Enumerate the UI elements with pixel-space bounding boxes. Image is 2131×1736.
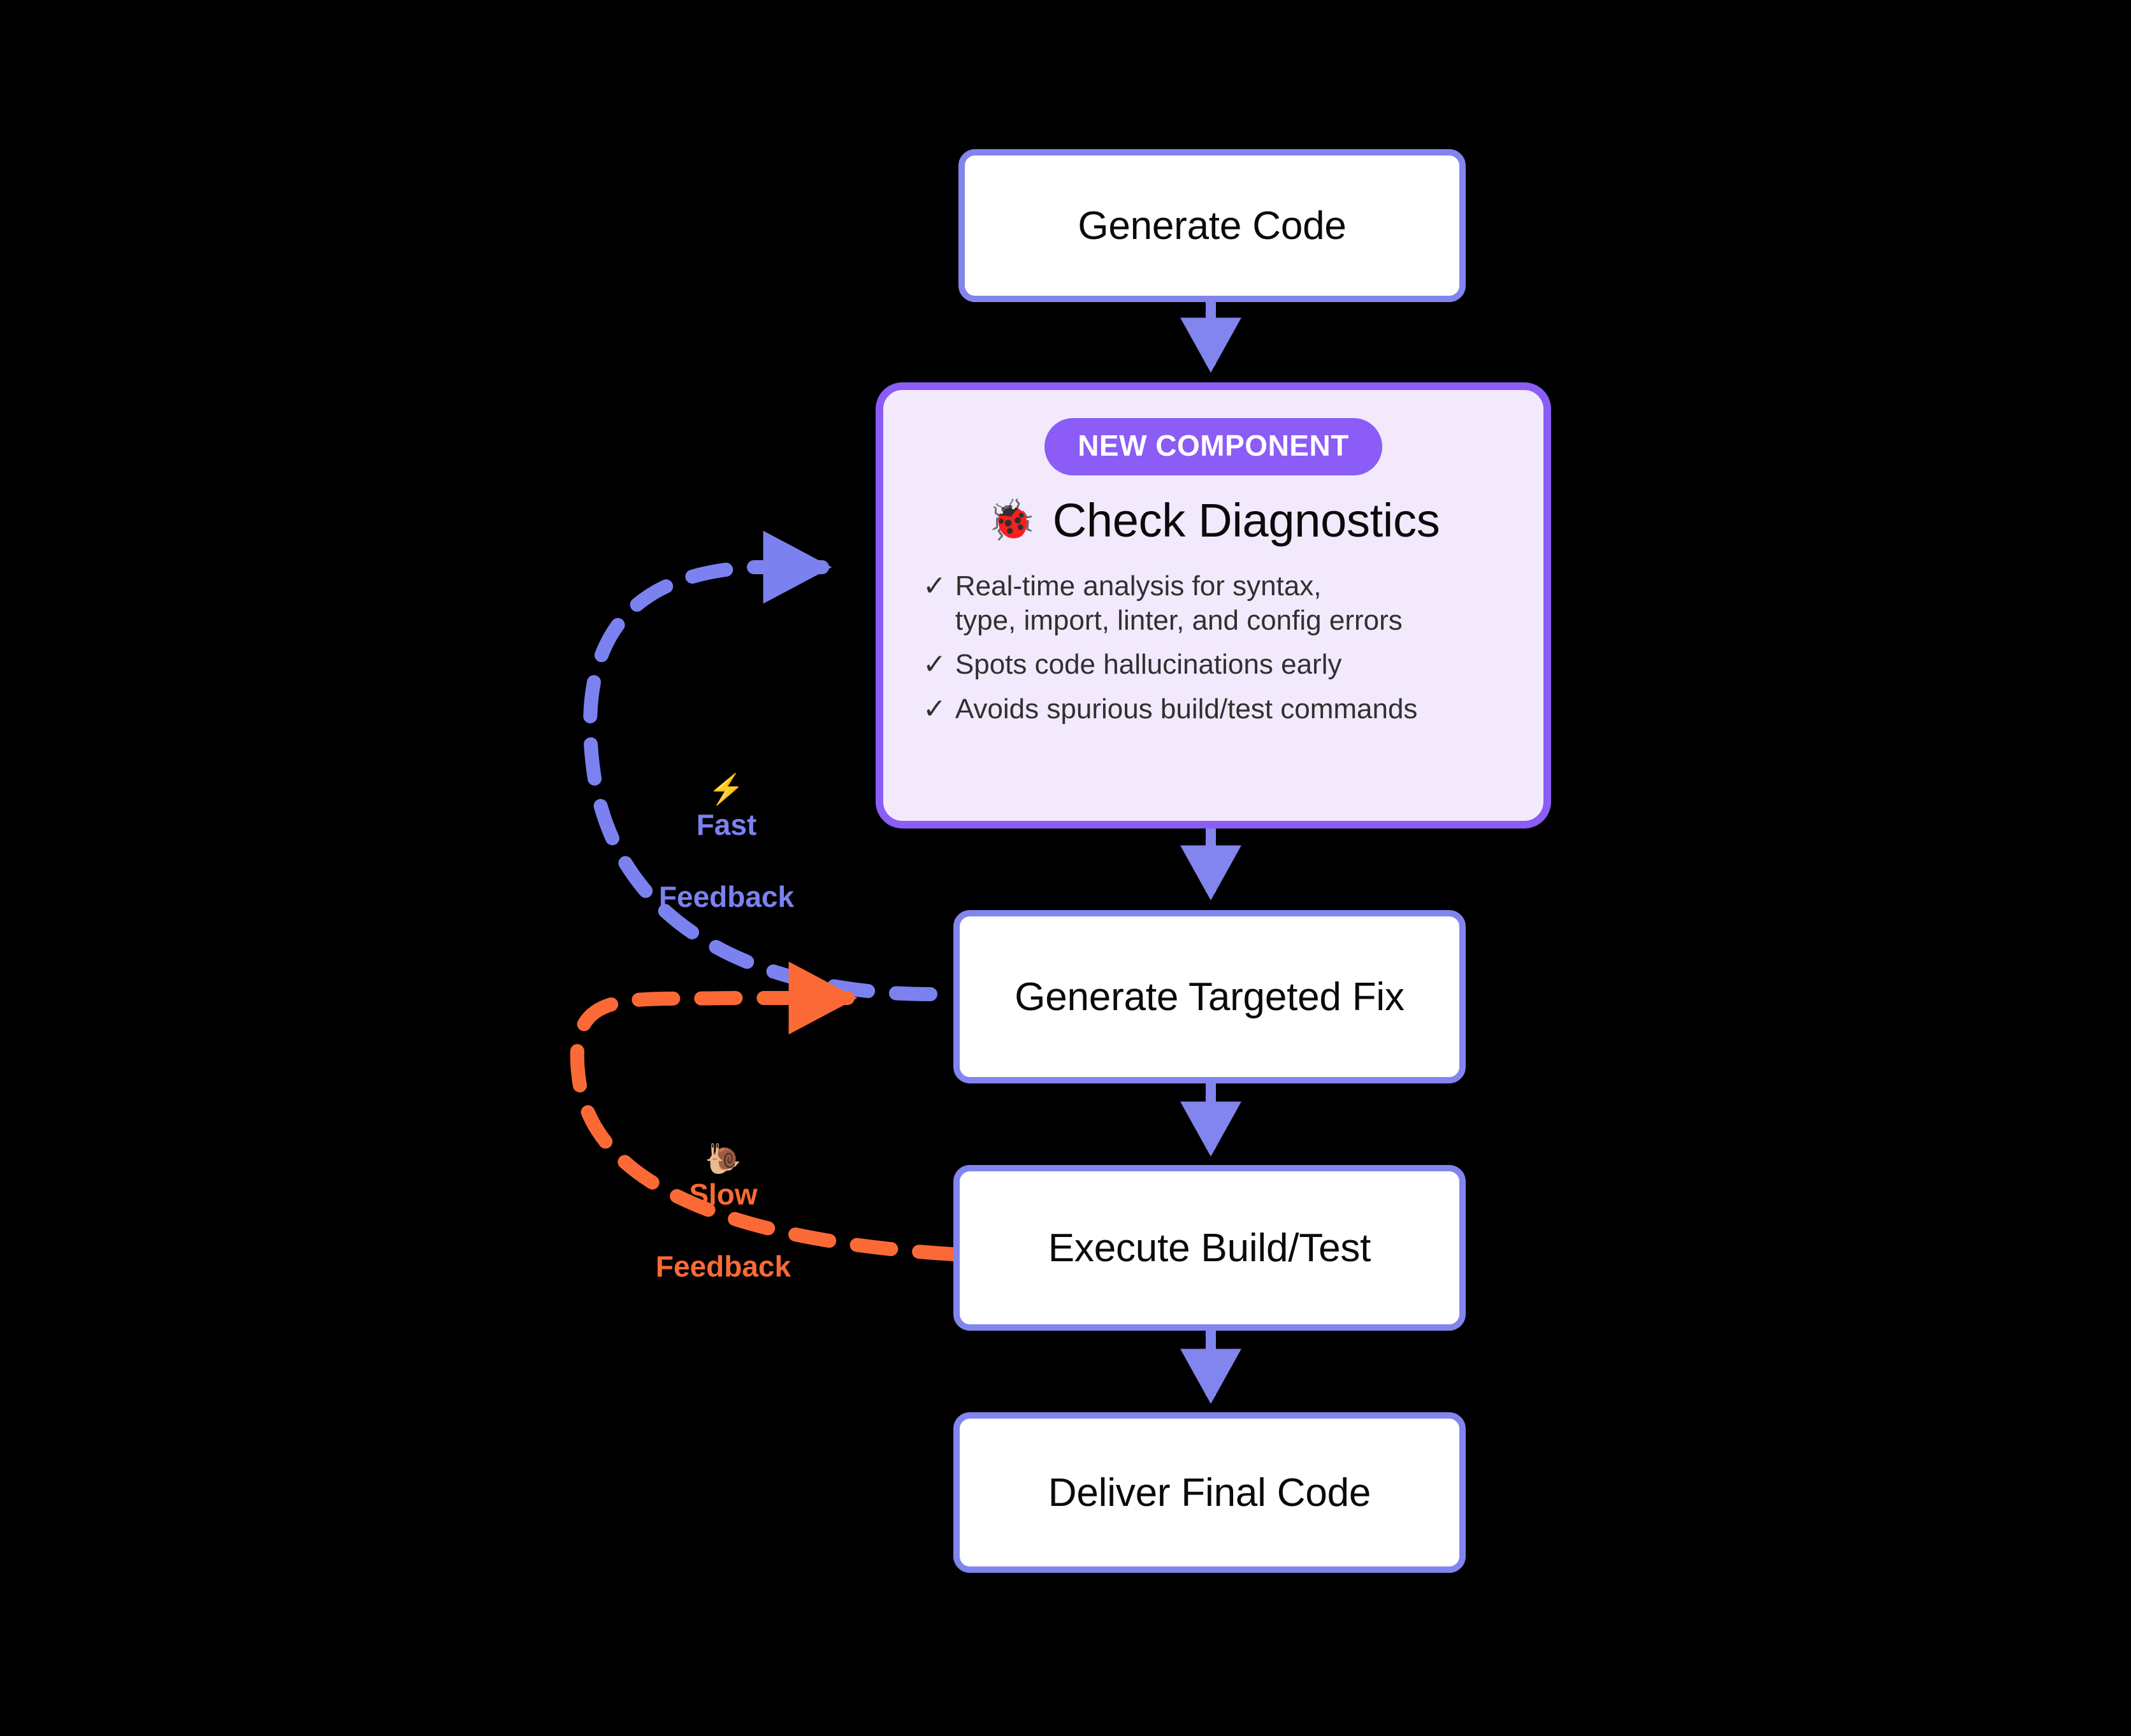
slow-feedback-line2: Feedback [655,1249,791,1283]
node-execute-build-test[interactable]: Execute Build/Test [953,1165,1466,1331]
snail-icon: 🐌 [705,1142,742,1176]
edge-slow-feedback-loop [570,961,960,1261]
node-check-diagnostics[interactable]: NEW COMPONENT 🐞 Check Diagnostics ✓ Real… [876,382,1551,828]
node-generate-code-label: Generate Code [1078,203,1347,248]
node-generate-targeted-fix[interactable]: Generate Targeted Fix [953,910,1466,1083]
node-deliver-final-code[interactable]: Deliver Final Code [953,1412,1466,1573]
check-diagnostics-heading: 🐞 Check Diagnostics [987,493,1440,547]
list-item: ✓ Spots code hallucinations early [923,647,1543,682]
check-diagnostics-feature-list: ✓ Real-time analysis for syntax, type, i… [883,569,1543,737]
node-deliver-final-code-label: Deliver Final Code [1048,1470,1371,1515]
check-icon: ✓ [923,570,946,602]
list-item-text: Real-time analysis for syntax, type, imp… [955,570,1403,636]
list-item-text: Avoids spurious build/test commands [955,693,1418,725]
node-execute-build-test-label: Execute Build/Test [1048,1226,1371,1270]
bug-icon: 🐞 [986,498,1036,542]
slow-feedback-line1-row: 🐌 Slow [609,1105,838,1212]
check-icon: ✓ [923,693,946,725]
edge-label-slow-feedback: 🐌 Slow Feedback [609,1069,838,1320]
node-generate-code[interactable]: Generate Code [958,149,1466,302]
node-generate-targeted-fix-label: Generate Targeted Fix [1015,974,1405,1019]
new-component-badge: NEW COMPONENT [1044,418,1382,475]
check-icon: ✓ [923,649,946,681]
fast-feedback-line1: Fast [696,808,757,842]
lightning-bolt-icon: ⚡ [708,772,745,806]
fast-feedback-line1-row: ⚡ Fast [612,735,841,843]
edge-label-fast-feedback: ⚡ Fast Feedback [612,700,841,950]
list-item: ✓ Real-time analysis for syntax, type, i… [923,569,1543,637]
check-diagnostics-title: Check Diagnostics [1052,494,1440,547]
list-item-text: Spots code hallucinations early [955,649,1342,681]
list-item: ✓ Avoids spurious build/test commands [923,692,1543,727]
fast-feedback-line2: Feedback [658,879,795,913]
slow-feedback-line1: Slow [689,1178,758,1212]
